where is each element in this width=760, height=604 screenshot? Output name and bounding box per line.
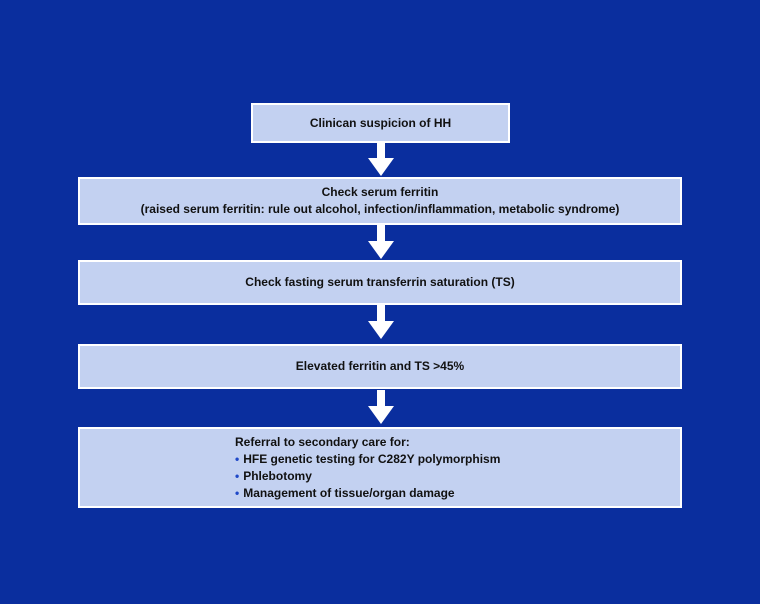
step-text: Check fasting serum transferrin saturati…: [245, 275, 515, 289]
down-arrow-icon: [368, 225, 394, 259]
referral-bullet-item: •Phlebotomy: [235, 468, 312, 485]
step-box-referral: Referral to secondary care for: •HFE gen…: [78, 427, 682, 508]
step-box-check-serum-ferritin: Check serum ferritin (raised serum ferri…: [78, 177, 682, 225]
step-text: Elevated ferritin and TS >45%: [295, 359, 465, 373]
step-box-check-transferrin-saturation: Check fasting serum transferrin saturati…: [78, 260, 682, 305]
bullet-icon: •: [235, 468, 240, 483]
step-text: Check serum ferritin: [321, 185, 439, 199]
bullet-text: Management of tissue/organ damage: [243, 485, 455, 500]
bullet-icon: •: [235, 451, 240, 466]
bullet-text: HFE genetic testing for C282Y polymorphi…: [243, 451, 501, 466]
bullet-text: Phlebotomy: [243, 468, 312, 483]
step-box-clinician-suspicion: Clinican suspicion of HH: [251, 103, 510, 143]
down-arrow-icon: [368, 390, 394, 424]
referral-heading: Referral to secondary care for:: [235, 434, 410, 449]
step-subtext: (raised serum ferritin: rule out alcohol…: [140, 202, 620, 216]
step-text: Clinican suspicion of HH: [309, 115, 452, 130]
down-arrow-icon: [368, 142, 394, 176]
bullet-icon: •: [235, 485, 240, 500]
down-arrow-icon: [368, 305, 394, 339]
referral-bullet-item: •HFE genetic testing for C282Y polymorph…: [235, 451, 500, 468]
step-box-elevated-ferritin: Elevated ferritin and TS >45%: [78, 344, 682, 389]
referral-bullet-item: •Management of tissue/organ damage: [235, 485, 455, 502]
